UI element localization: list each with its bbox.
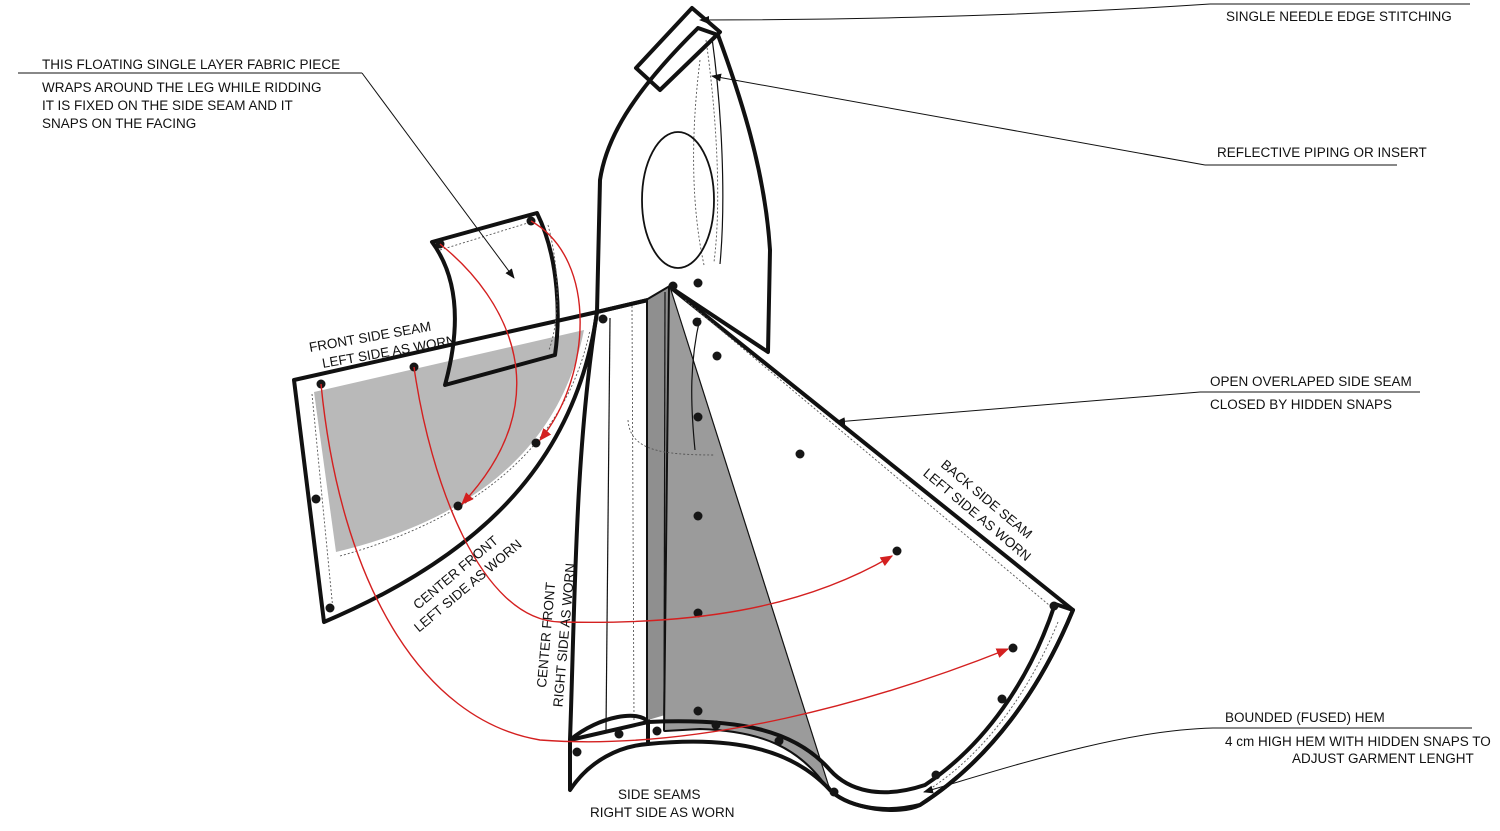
- snap: [774, 736, 784, 746]
- snap: [668, 281, 678, 291]
- bounded-hem: [568, 602, 1075, 812]
- hem-line-2: 4 cm HIGH HEM WITH HIDDEN SNAPS TO: [1225, 734, 1491, 749]
- snap: [712, 351, 722, 361]
- floating-piece-line-4: SNAPS ON THE FACING: [42, 116, 196, 131]
- snap-arrow: [530, 220, 581, 441]
- snap-arrow: [439, 243, 518, 505]
- snap: [693, 278, 703, 288]
- snap: [931, 770, 941, 780]
- hem-line-1: BOUNDED (FUSED) HEM: [1225, 710, 1385, 725]
- snap: [693, 412, 703, 422]
- snap: [997, 694, 1007, 704]
- edge-stitching-label: SINGLE NEEDLE EDGE STITCHING: [1226, 9, 1452, 24]
- snap: [325, 603, 335, 613]
- jacket-body: [595, 26, 772, 354]
- collar-tab: [634, 6, 722, 92]
- floating-piece-line-3: IT IS FIXED ON THE SIDE SEAM AND IT: [42, 98, 293, 113]
- snap: [892, 546, 902, 556]
- snap: [614, 729, 624, 739]
- floating-piece-line-2: WRAPS AROUND THE LEG WHILE RIDDING: [42, 80, 322, 95]
- snap-arrow: [320, 383, 1010, 743]
- callout-leaders: [18, 3, 1472, 794]
- snap: [598, 314, 608, 324]
- snap: [453, 501, 463, 511]
- snap-arrow: [413, 366, 894, 624]
- center-front-right-panel: [568, 287, 670, 742]
- snap: [693, 706, 703, 716]
- snap: [693, 608, 703, 618]
- side-seam-line-2: CLOSED BY HIDDEN SNAPS: [1210, 397, 1392, 412]
- snap: [1008, 643, 1018, 653]
- snap: [693, 511, 703, 521]
- side-seams-line-1: SIDE SEAMS: [618, 787, 701, 802]
- floating-piece-line-1: THIS FLOATING SINGLE LAYER FABRIC PIECE: [42, 57, 340, 72]
- side-seams-line-2: RIGHT SIDE AS WORN: [590, 805, 735, 820]
- snap: [531, 438, 541, 448]
- snap: [1049, 601, 1059, 611]
- snap: [652, 726, 662, 736]
- snap: [572, 747, 582, 757]
- snap: [692, 317, 702, 327]
- snap: [795, 449, 805, 459]
- snap: [829, 787, 839, 797]
- side-seam-line-1: OPEN OVERLAPED SIDE SEAM: [1210, 374, 1412, 389]
- hem-line-3: ADJUST GARMENT LENGHT: [1292, 751, 1474, 766]
- reflective-label: REFLECTIVE PIPING OR INSERT: [1217, 145, 1427, 160]
- snap: [311, 494, 321, 504]
- snap: [711, 720, 721, 730]
- floating-fabric-piece: [430, 211, 560, 387]
- snap-routing-arrows: [320, 220, 1010, 743]
- callout-texts: SINGLE NEEDLE EDGE STITCHING THIS FLOATI…: [42, 9, 1491, 766]
